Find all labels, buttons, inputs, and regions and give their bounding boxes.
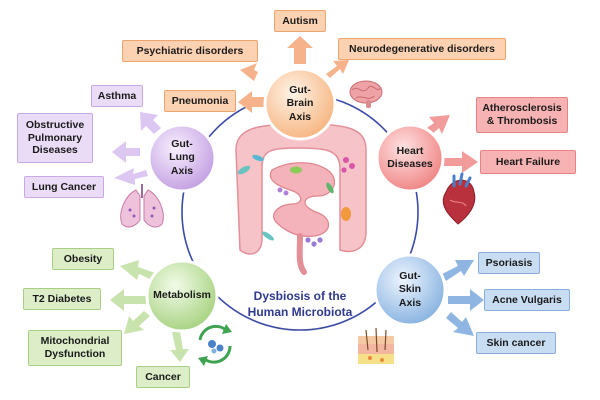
- skin-arrows: [442, 260, 484, 336]
- microbe-recycle-icon: [198, 324, 232, 366]
- hub-gut-lung-axis: Gut- Lung Axis: [169, 138, 195, 177]
- hub-skin-circle: [373, 253, 447, 327]
- box-skin-cancer: Skin cancer: [476, 332, 556, 354]
- hub-metabolism: Metabolism: [153, 289, 211, 302]
- lung-arrows: [112, 112, 161, 185]
- box-cancer: Cancer: [136, 366, 190, 388]
- bacteria-icon: [237, 154, 355, 247]
- intestine-icon: [235, 123, 367, 275]
- hub-heart-circle: [375, 123, 445, 193]
- brain-icon: [349, 80, 383, 108]
- hub-brain-circle: [263, 67, 337, 141]
- box-psychiatric-disorders: Psychiatric disorders: [122, 40, 258, 62]
- box-heart-failure: Heart Failure: [480, 150, 576, 174]
- heart-organ-icon: [442, 172, 476, 225]
- center-title: Dysbiosis of the Human Microbiota: [247, 289, 353, 320]
- box-lung-cancer: Lung Cancer: [24, 176, 104, 198]
- box-asthma: Asthma: [91, 85, 143, 107]
- box-t2-diabetes: T2 Diabetes: [23, 288, 101, 310]
- box-atherosclerosis-thrombosis: Atherosclerosis & Thrombosis: [476, 97, 568, 133]
- box-psoriasis: Psoriasis: [478, 252, 540, 274]
- hub-gut-skin-axis: Gut- Skin Axis: [398, 270, 422, 309]
- hub-gut-brain-axis: Gut- Brain Axis: [286, 84, 314, 123]
- hub-lung-circle: [147, 123, 217, 193]
- box-neurodegenerative-disorders: Neurodegenerative disorders: [338, 38, 506, 60]
- metabolism-arrows: [110, 260, 189, 362]
- box-mitochondrial-dysfunction: Mitochondrial Dysfunction: [28, 330, 122, 366]
- skin-layers-icon: [358, 327, 394, 364]
- lungs-icon: [120, 184, 164, 228]
- box-acne-vulgaris: Acne Vulgaris: [484, 289, 570, 311]
- box-autism: Autism: [274, 10, 326, 32]
- hub-heart-diseases: Heart Diseases: [387, 144, 433, 170]
- hub-metabolism-circle: [145, 259, 219, 333]
- brain-arrows: [238, 36, 349, 113]
- box-pneumonia: Pneumonia: [164, 90, 236, 112]
- box-obstructive-pulmonary-diseases: Obstructive Pulmonary Diseases: [17, 113, 93, 163]
- box-obesity: Obesity: [52, 248, 114, 270]
